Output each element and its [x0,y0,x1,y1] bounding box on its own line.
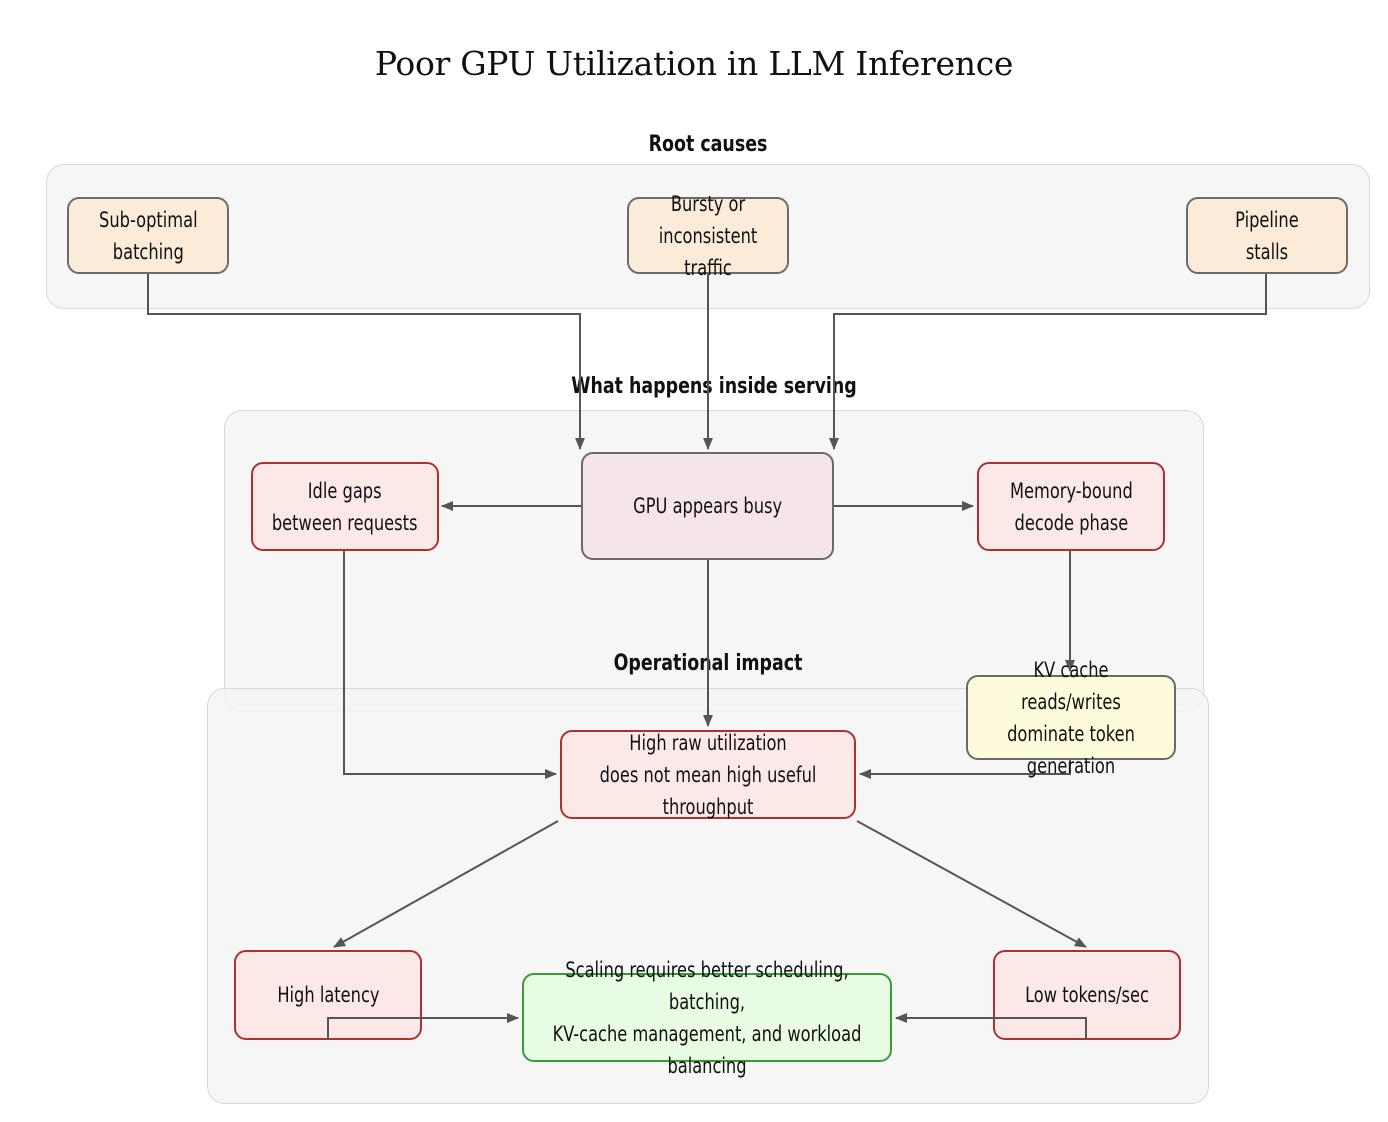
node-idle-gaps: Idle gaps between requests [251,462,439,551]
node-low-tokens: Low tokens/sec [993,950,1181,1040]
node-bursty-traffic: Bursty or inconsistent traffic [627,192,789,280]
node-kv-cache-label: KV cache reads/writes dominate token gen… [1007,657,1135,778]
diagram-title: Poor GPU Utilization in LLM Inference [374,44,1014,83]
node-idle-gaps-label: Idle gaps between requests [272,478,418,535]
node-high-raw-utilization: High raw utilization does not mean high … [560,730,856,819]
section-label-operational-impact: Operational impact [613,651,803,676]
node-low-tokens-label: Low tokens/sec [1025,983,1149,1007]
node-suboptimal-batching: Sub-optimal batching [67,197,229,274]
node-high-latency: High latency [234,950,422,1040]
section-label-inside-serving: What happens inside serving [571,374,857,399]
node-scaling-requirements: Scaling requires better scheduling, batc… [522,958,892,1078]
node-bursty-traffic-label: Bursty or inconsistent traffic [658,191,758,280]
node-high-latency-label: High latency [276,983,380,1007]
node-suboptimal-batching-label: Sub-optimal batching [98,207,198,264]
node-pipeline-stalls: Pipeline stalls [1186,197,1348,274]
node-memory-bound-label: Memory-bound decode phase [1009,478,1133,535]
node-memory-bound: Memory-bound decode phase [977,462,1165,551]
node-pipeline-stalls-label: Pipeline stalls [1235,207,1299,264]
node-gpu-busy-label: GPU appears busy [633,494,782,518]
node-kv-cache: KV cache reads/writes dominate token gen… [966,658,1176,778]
node-scaling-requirements-label: Scaling requires better scheduling, batc… [552,957,862,1078]
section-label-root-causes: Root causes [648,132,768,157]
node-high-raw-utilization-label: High raw utilization does not mean high … [599,730,817,819]
node-gpu-busy: GPU appears busy [581,452,834,560]
